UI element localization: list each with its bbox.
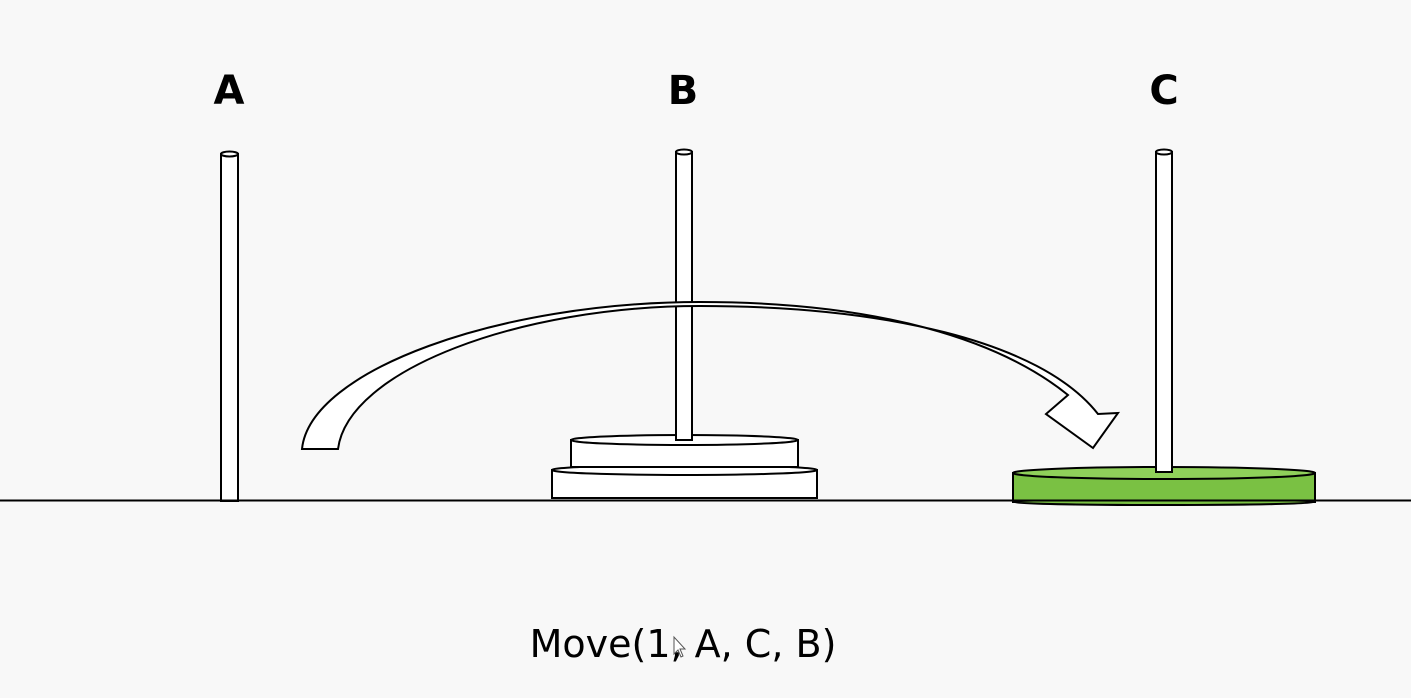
move-caption: Move(1, A, C, B) [530, 622, 837, 666]
peg-b-label: B [668, 68, 699, 114]
disk-large [552, 465, 817, 498]
peg-b [676, 150, 692, 441]
peg-a [221, 152, 238, 502]
peg-c [1156, 150, 1172, 473]
peg-c-label: C [1149, 68, 1178, 114]
curved-arrow-icon [302, 302, 1118, 449]
peg-a-label: A [214, 68, 245, 114]
